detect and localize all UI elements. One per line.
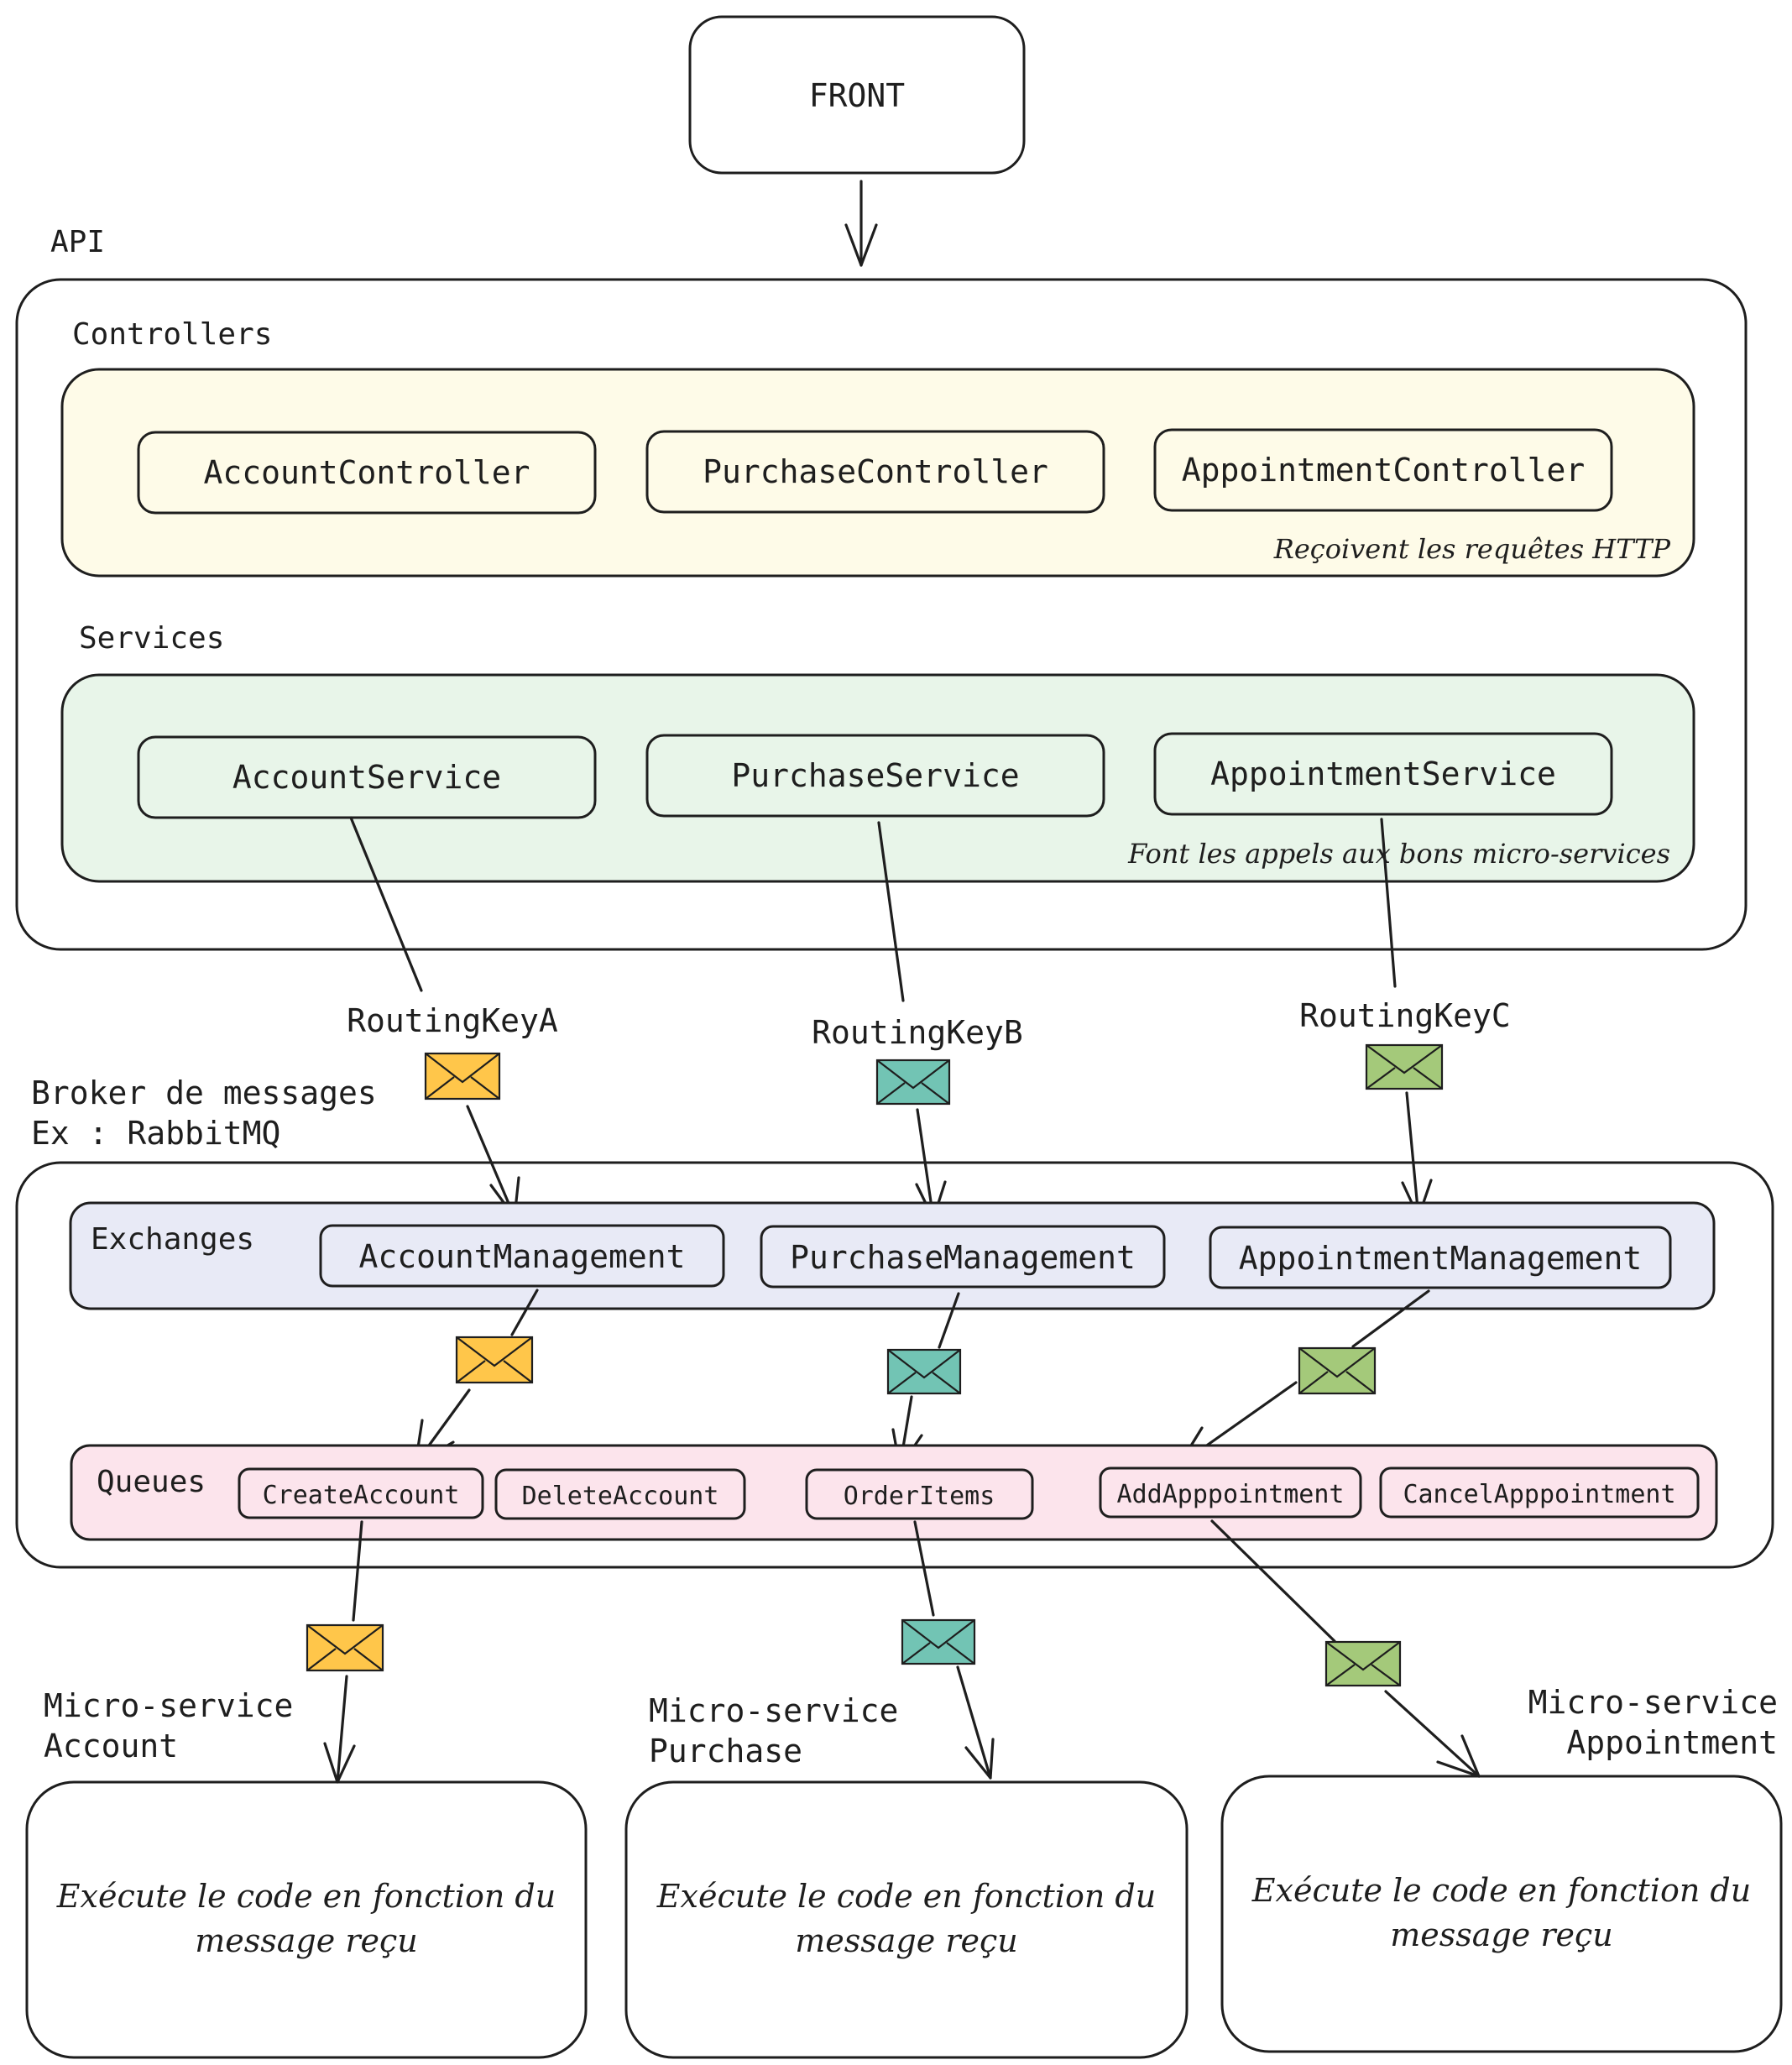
exchange-account-management: AccountManagement [319, 1224, 725, 1288]
routing-c-to-exchange-arrow [1401, 1091, 1433, 1219]
queue-c-to-envelope-line [1210, 1519, 1336, 1643]
envelope-icon [1298, 1346, 1377, 1395]
exchange-appointment-management: AppointmentManagement [1209, 1226, 1672, 1289]
api-container: API [15, 225, 1748, 951]
controller-appointment: AppointmentController [1153, 428, 1613, 512]
controller-purchase: PurchaseController [645, 430, 1105, 514]
front-node: FRONT [688, 15, 1026, 175]
microservice-account-title-line1: Micro-service [44, 1687, 293, 1724]
controllers-title: Controllers [72, 317, 272, 352]
microservice-purchase-body-line2: message reçu [795, 1922, 1017, 1959]
services-layer: Services AccountService PurchaseService … [60, 621, 1695, 883]
envelope-icon [424, 1052, 501, 1100]
queue-create-account-label: CreateAccount [263, 1481, 460, 1510]
microservice-account-title-line2: Account [44, 1728, 178, 1764]
broker-title-line2: Ex : RabbitMQ [31, 1115, 280, 1152]
envelope-icon [875, 1059, 951, 1106]
service-b-to-routing-line [877, 821, 905, 1002]
service-account: AccountService [137, 735, 597, 819]
queue-order-items: OrderItems [805, 1468, 1034, 1520]
queues-layer: Queues CreateAccount DeleteAccount Order… [70, 1444, 1718, 1541]
exchanges-layer: Exchanges AccountManagement PurchaseMana… [69, 1201, 1716, 1310]
envelope-icon [1324, 1640, 1402, 1687]
api-title: API [50, 225, 105, 259]
queue-create-account: CreateAccount [238, 1467, 484, 1519]
envelope-icon [306, 1623, 384, 1672]
exchange-account-label: AccountManagement [359, 1238, 686, 1275]
exchange-b-to-envelope-line [938, 1292, 960, 1349]
queue-delete-account: DeleteAccount [494, 1468, 746, 1520]
service-c-to-routing-line [1380, 818, 1397, 988]
envelope-icon [901, 1618, 976, 1665]
microservice-purchase: Micro-service Purchase Exécute le code e… [624, 1692, 1189, 2059]
exchange-c-to-envelope-line [1351, 1289, 1430, 1348]
microservice-appointment-body-line2: message reçu [1390, 1916, 1612, 1953]
routing-key-c: RoutingKeyC [1299, 997, 1511, 1034]
controller-account: AccountController [137, 431, 597, 515]
services-note: Font les appels aux bons micro-services [1127, 838, 1670, 870]
queue-order-items-label: OrderItems [844, 1482, 995, 1511]
queue-cancel-appointment: CancelApppointment [1379, 1466, 1700, 1519]
service-appointment: AppointmentService [1153, 732, 1613, 816]
service-a-to-routing-line [349, 816, 423, 992]
controller-account-label: AccountController [204, 454, 530, 491]
front-to-api-arrow [844, 180, 878, 267]
services-panel [60, 673, 1695, 883]
microservice-account-body-line2: message reçu [195, 1922, 417, 1959]
exchange-purchase-label: PurchaseManagement [790, 1239, 1136, 1276]
envelope-icon [886, 1348, 962, 1395]
service-appointment-label: AppointmentService [1210, 755, 1556, 792]
controller-purchase-label: PurchaseController [703, 453, 1048, 490]
queue-a-to-microservice-arrow [323, 1675, 356, 1784]
broker-container: Broker de messages Ex : RabbitMQ [15, 1074, 1774, 1569]
queues-title: Queues [97, 1465, 206, 1499]
exchange-purchase-management: PurchaseManagement [760, 1225, 1166, 1289]
services-title: Services [79, 621, 224, 656]
envelope-icon [1365, 1043, 1444, 1090]
routing-key-b: RoutingKeyB [812, 1014, 1023, 1051]
microservice-account-body-line1: Exécute le code en fonction du [56, 1878, 556, 1915]
queue-cancel-appointment-label: CancelApppointment [1403, 1480, 1675, 1509]
service-account-label: AccountService [232, 759, 501, 796]
envelope-icon [455, 1336, 534, 1384]
microservice-appointment: Micro-service Appointment Exécute le cod… [1220, 1684, 1783, 2053]
service-purchase-label: PurchaseService [731, 757, 1019, 794]
queue-delete-account-label: DeleteAccount [522, 1482, 719, 1511]
broker-title-line1: Broker de messages [31, 1074, 377, 1111]
controllers-panel [60, 368, 1695, 578]
controllers-layer: Controllers AccountController PurchaseCo… [60, 317, 1695, 578]
exchanges-panel [69, 1201, 1716, 1310]
microservice-appointment-title-line2: Appointment [1566, 1724, 1778, 1761]
service-purchase: PurchaseService [645, 734, 1105, 818]
microservice-account: Micro-service Account Exécute le code en… [25, 1687, 588, 2059]
queue-c-to-microservice-arrow [1384, 1690, 1481, 1778]
microservice-purchase-body-line1: Exécute le code en fonction du [656, 1878, 1156, 1915]
queue-add-appointment: AddApppointment [1099, 1466, 1362, 1519]
queue-add-appointment-label: AddApppointment [1117, 1480, 1345, 1509]
microservice-appointment-title-line1: Micro-service [1528, 1684, 1778, 1721]
controllers-note: Reçoivent les requêtes HTTP [1273, 533, 1671, 565]
controller-appointment-label: AppointmentController [1182, 452, 1585, 489]
exchange-appointment-label: AppointmentManagement [1239, 1240, 1642, 1277]
exchanges-title: Exchanges [91, 1222, 254, 1257]
routing-key-a: RoutingKeyA [347, 1002, 558, 1039]
microservice-purchase-title-line2: Purchase [649, 1733, 802, 1770]
front-label: FRONT [809, 77, 905, 114]
microservice-purchase-title-line1: Micro-service [649, 1692, 898, 1729]
microservice-appointment-body-line1: Exécute le code en fonction du [1251, 1872, 1751, 1909]
queue-b-to-microservice-arrow [956, 1665, 995, 1780]
queue-a-to-envelope-line [352, 1520, 363, 1622]
queue-b-to-envelope-line [913, 1520, 935, 1617]
exchange-a-to-envelope-line [510, 1289, 539, 1336]
